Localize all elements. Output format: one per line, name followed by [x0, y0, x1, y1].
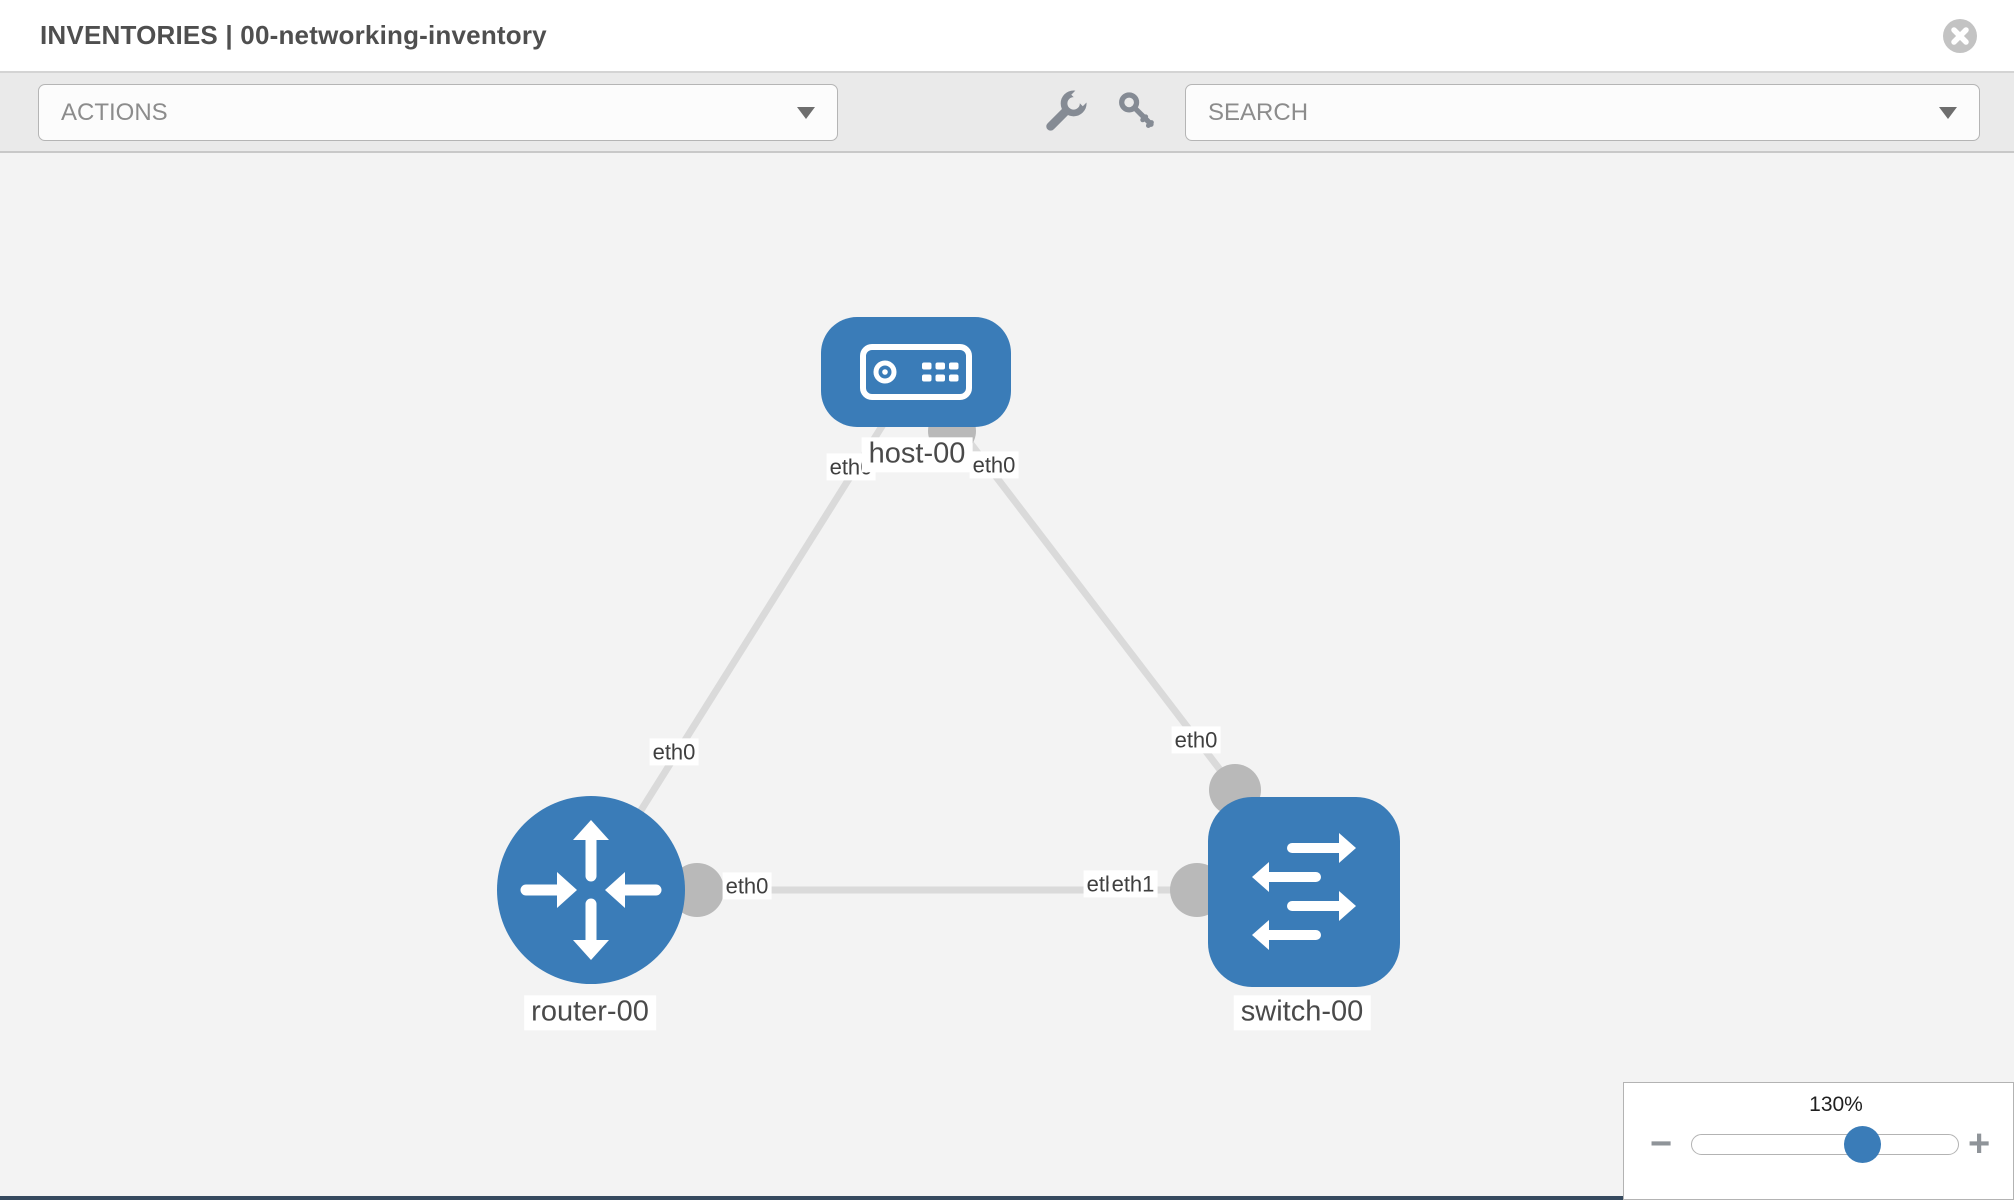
zoom-panel: 130% − + — [1623, 1082, 2014, 1200]
wrench-icon — [1046, 85, 1093, 131]
zoom-out-button[interactable]: − — [1650, 1123, 1673, 1165]
actions-dropdown-label: ACTIONS — [61, 98, 168, 126]
chevron-down-icon — [1939, 106, 1957, 119]
close-icon — [1943, 19, 1977, 53]
key-icon — [1119, 92, 1154, 128]
node-label-router-00: router-00 — [524, 995, 656, 1031]
node-label-host-00: host-00 — [861, 437, 973, 473]
node-host-00[interactable] — [821, 317, 1011, 427]
search-placeholder: SEARCH — [1208, 98, 1309, 126]
chevron-down-icon — [797, 106, 815, 119]
interface-label: eth0 — [1171, 726, 1221, 754]
node-label-switch-00: switch-00 — [1233, 995, 1371, 1031]
node-router-00[interactable] — [497, 796, 685, 984]
interface-label: eth1 — [1108, 870, 1158, 898]
credentials-button[interactable] — [1116, 91, 1158, 133]
topology-canvas[interactable]: eth0eth0eth0eth0eth0eth0eth1host-00route… — [0, 153, 2014, 1200]
page-title: INVENTORIES | 00-networking-inventory — [40, 20, 547, 50]
actions-dropdown[interactable]: ACTIONS — [38, 84, 838, 141]
node-switch-00[interactable] — [1208, 797, 1400, 987]
interface-label: eth0 — [969, 451, 1019, 479]
toolbar: ACTIONS SEARCH — [0, 73, 2014, 153]
zoom-slider-track[interactable] — [1691, 1126, 1959, 1163]
zoom-in-button[interactable]: + — [1968, 1123, 1991, 1165]
footer-bar — [0, 1196, 2014, 1200]
zoom-level: 130% — [1809, 1093, 1863, 1116]
interface-label: eth0 — [722, 872, 772, 900]
interface-label: eth0 — [649, 738, 699, 766]
topology-svg — [497, 317, 1400, 987]
titlebar: INVENTORIES | 00-networking-inventory — [0, 0, 2014, 73]
close-button[interactable] — [1942, 18, 1978, 54]
zoom-slider-thumb[interactable] — [1844, 1126, 1882, 1163]
configure-button[interactable] — [1042, 85, 1093, 135]
search-dropdown[interactable]: SEARCH — [1185, 84, 1980, 141]
